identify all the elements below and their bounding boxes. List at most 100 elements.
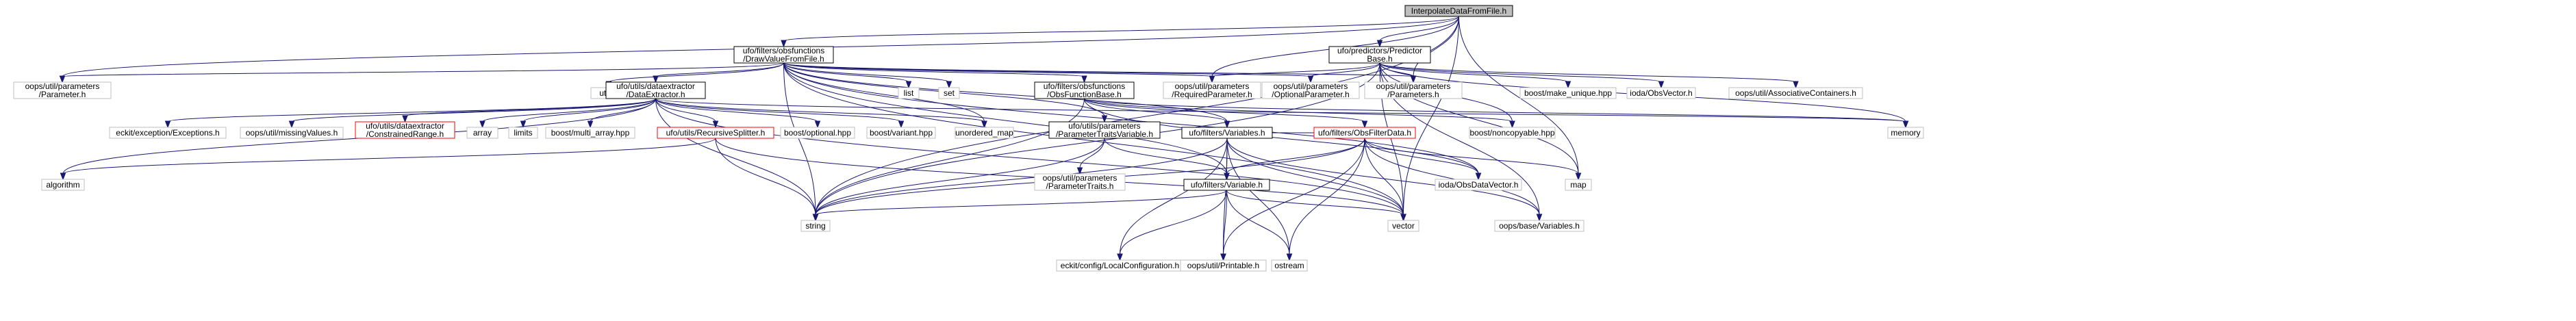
node-box: [1183, 179, 1270, 191]
node-variable[interactable]: ufo/filters/Variable.h: [1183, 179, 1270, 191]
edge-dataext-to-vector: [655, 98, 1406, 222]
edge-obsfuncbase-to-string: [812, 98, 1085, 222]
edge-paramtraits-to-oopsparamtraits: [1076, 138, 1105, 175]
node-label: InterpolateDataFromFile.h: [1411, 6, 1506, 16]
node-params: oops/util/parameters/Parameters.h: [1364, 81, 1463, 99]
node-label: memory: [1891, 128, 1920, 138]
node-label: ufo/utils/RecursiveSplitter.h: [666, 128, 766, 138]
node-box: [508, 127, 538, 139]
edge-predbase-to-map: [1379, 62, 1582, 181]
node-label: eckit/exception/Exceptions.h: [116, 128, 219, 138]
node-label: ufo/utils/dataextractor: [616, 81, 695, 91]
node-box: [866, 127, 936, 139]
edge-predbase-to-obsvector: [1379, 62, 1665, 89]
edge-obsfuncbase-to-obsfilterdata: [1084, 98, 1368, 129]
node-label: ufo/filters/obsfunctions: [1044, 81, 1125, 91]
node-box: [938, 87, 960, 99]
node-box: [1034, 173, 1126, 191]
node-label: /OptionalParameter.h: [1272, 90, 1349, 99]
node-label: map: [1570, 180, 1587, 190]
edge-dataext-to-multiarray: [587, 98, 656, 129]
node-label: oops/util/parameters: [1175, 81, 1250, 91]
node-recsplit[interactable]: ufo/utils/RecursiveSplitter.h: [657, 127, 774, 139]
node-obsdatavector: ioda/ObsDataVector.h: [1435, 179, 1522, 191]
node-label: string: [805, 221, 825, 231]
edge-obsfilterdata-to-map: [1364, 138, 1582, 181]
edge-variable-to-localconf: [1117, 190, 1227, 261]
node-box: [13, 81, 112, 99]
node-box: [733, 46, 834, 64]
node-label: array: [473, 128, 492, 138]
node-label: /ParameterTraitsVariable.h: [1056, 129, 1153, 139]
node-box: [109, 127, 227, 139]
node-dataext[interactable]: ufo/utils/dataextractor/DataExtractor.h: [605, 81, 706, 99]
node-label: /Parameter.h: [39, 90, 86, 99]
edge-variables-to-ostream: [1226, 138, 1293, 261]
node-label: oops/base/Variables.h: [1499, 221, 1580, 231]
node-box: [898, 87, 920, 99]
node-array: array: [466, 127, 498, 139]
edge-variable-to-string: [812, 190, 1227, 222]
node-box: [240, 127, 344, 139]
node-obsfuncbase[interactable]: ufo/filters/obsfunctions/ObsFunctionBase…: [1034, 81, 1135, 99]
edge-draw-to-param: [59, 62, 784, 84]
node-label: list: [904, 88, 914, 98]
node-label: oops/util/parameters: [1274, 81, 1348, 91]
node-box: [1271, 259, 1308, 272]
edge-draw-to-list: [783, 62, 912, 89]
node-label: eckit/config/LocalConfiguration.h: [1061, 261, 1179, 270]
node-box: [355, 121, 455, 139]
node-noncopyable: boost/noncopyable.hpp: [1469, 127, 1556, 139]
edge-dataext-to-array: [479, 98, 656, 129]
node-optparam: oops/util/parameters/OptionalParameter.h: [1261, 81, 1360, 99]
node-constrained[interactable]: ufo/utils/dataextractor/ConstrainedRange…: [355, 121, 455, 139]
node-list: list: [898, 87, 920, 99]
node-unordered: unordered_map: [955, 127, 1014, 139]
node-label: oops/util/missingValues.h: [246, 128, 338, 138]
edge-variables-to-string: [812, 138, 1228, 222]
node-box: [1181, 127, 1273, 139]
node-box: [1435, 179, 1522, 191]
node-box: [780, 127, 855, 139]
edge-dataext-to-eckitexc: [164, 98, 656, 129]
node-variables[interactable]: ufo/filters/Variables.h: [1181, 127, 1273, 139]
node-multiarray: boost/multi_array.hpp: [545, 127, 635, 139]
node-oopsparamtraits: oops/util/parameters/ParameterTraits.h: [1034, 173, 1126, 191]
node-label: ioda/ObsVector.h: [1630, 88, 1692, 98]
node-missing: oops/util/missingValues.h: [240, 127, 344, 139]
node-label: /DataExtractor.h: [626, 90, 685, 99]
edge-recsplit-to-string: [715, 138, 819, 222]
edge-variable-to-ostream: [1226, 190, 1293, 261]
nodes-layer: InterpolateDataFromFile.h ufo/filters/obs…: [13, 5, 1924, 272]
node-label: oops/util/parameters: [1043, 173, 1117, 183]
node-label: algorithm: [46, 180, 79, 190]
node-optional: boost/optional.hpp: [780, 127, 855, 139]
node-reqparam: oops/util/parameters/RequiredParameter.h: [1163, 81, 1261, 99]
node-label: boost/optional.hpp: [784, 128, 851, 138]
node-label: boost/multi_array.hpp: [551, 128, 630, 138]
node-box: [605, 81, 706, 99]
node-label: ufo/utils/parameters: [1068, 121, 1140, 131]
node-label: oops/util/Printable.h: [1187, 261, 1259, 270]
node-label: ufo/filters/Variables.h: [1189, 128, 1265, 138]
node-assoc: oops/util/AssociativeContainers.h: [1728, 87, 1863, 99]
node-box: [1469, 127, 1556, 139]
node-box: [657, 127, 774, 139]
node-box: [1328, 46, 1431, 64]
node-box: [1565, 179, 1592, 191]
node-label: ufo/predictors/Predictor: [1337, 46, 1422, 55]
node-box: [1034, 81, 1135, 99]
node-obsfilterdata[interactable]: ufo/filters/ObsFilterData.h: [1313, 127, 1416, 139]
node-root[interactable]: InterpolateDataFromFile.h: [1404, 5, 1513, 17]
node-label: ioda/ObsDataVector.h: [1439, 180, 1519, 190]
node-map: map: [1565, 179, 1592, 191]
node-label: oops/util/parameters: [1376, 81, 1451, 91]
node-draw[interactable]: ufo/filters/obsfunctions/DrawValueFromFi…: [733, 46, 834, 64]
node-label: ufo/filters/obsfunctions: [743, 46, 824, 55]
node-label: /ConstrainedRange.h: [366, 129, 444, 139]
node-paramtraits[interactable]: ufo/utils/parameters/ParameterTraitsVari…: [1048, 121, 1161, 139]
node-param: oops/util/parameters/Parameter.h: [13, 81, 112, 99]
node-localconf: eckit/config/LocalConfiguration.h: [1056, 259, 1184, 272]
